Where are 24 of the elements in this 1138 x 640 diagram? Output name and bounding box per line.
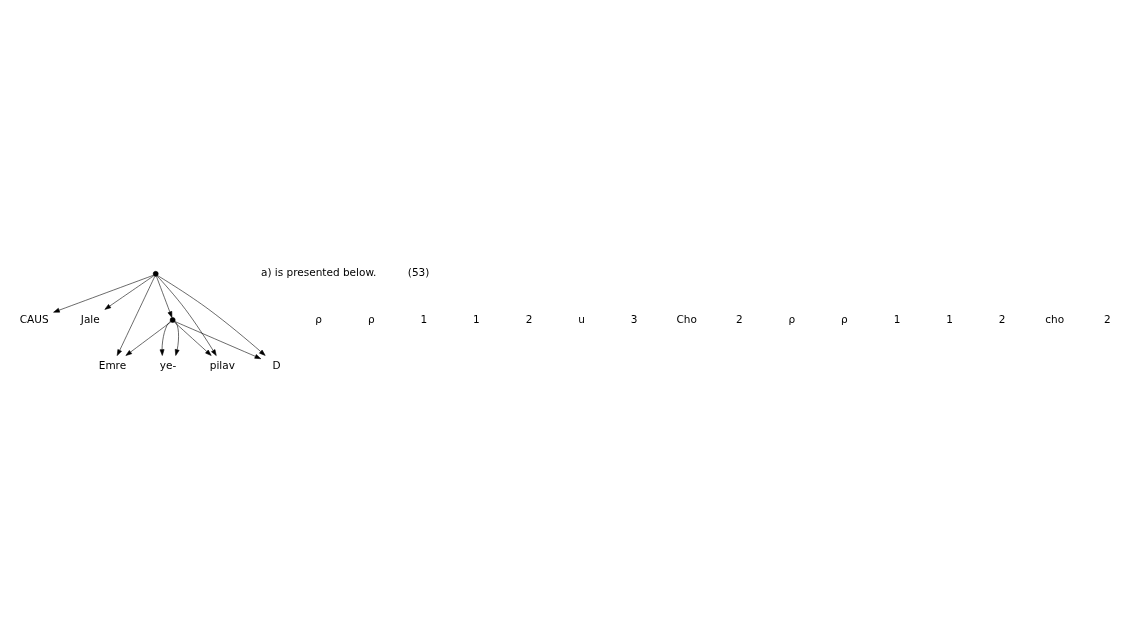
label: 2 (735, 312, 743, 325)
node-text: Jale (80, 312, 100, 325)
label: 2 (998, 312, 1006, 325)
label: 1 (893, 312, 901, 325)
label: cho (1045, 312, 1065, 325)
label: 1 (473, 312, 480, 325)
label: a) is presented below. (260, 266, 377, 279)
label: 2 (525, 312, 533, 325)
label: u (578, 312, 585, 325)
label: 2 (1103, 312, 1111, 325)
node-text: Emre (98, 358, 127, 371)
label: 3 (630, 312, 638, 325)
label: ρ (841, 312, 848, 325)
label: (53) (407, 266, 430, 279)
node-text: D (272, 358, 281, 371)
label: ρ (367, 312, 375, 325)
node-text: CAUS (19, 312, 49, 325)
label: ρ (788, 312, 796, 325)
node-text: ye- (159, 358, 177, 371)
label: ρ (315, 312, 323, 325)
label: 1 (420, 312, 428, 325)
label: 1 (946, 312, 953, 325)
node-text: pilav (209, 358, 235, 371)
label: Cho (676, 312, 697, 325)
